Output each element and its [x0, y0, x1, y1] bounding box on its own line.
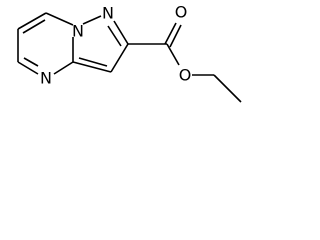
bond-n4-c3a	[53, 61, 74, 75]
atom-ester-oxygen: O	[179, 66, 192, 85]
atom-carbonyl-oxygen: O	[175, 3, 188, 22]
bond-c5-n4	[17, 61, 39, 75]
structure-svg: N N N O O	[17, 3, 242, 103]
atom-pyrazole-nitrogen: N	[102, 4, 114, 23]
bond-n1-c2	[113, 20, 129, 45]
bond-n8-n1	[82, 15, 102, 25]
atom-bridge-nitrogen: N	[72, 22, 84, 41]
bond-c5-n4-inner	[23, 57, 39, 67]
bond-c7-c6-inner	[22, 19, 46, 34]
bond-c3-c3a-inner	[78, 57, 108, 67]
bond-c7-c6	[17, 12, 47, 30]
bond-ch2-ch3	[213, 74, 242, 103]
bond-n1-c2-inner	[107, 25, 122, 47]
bond-carbonyl-c-o-double-a	[164, 22, 177, 45]
bond-carbonyl-c-o-double-b	[169, 24, 182, 48]
bond-n8-c7	[45, 12, 74, 26]
bond-carbonyl-c-o-single	[166, 43, 180, 66]
molecule-diagram: N N N O O	[0, 0, 260, 118]
bond-c2-c3	[110, 43, 129, 73]
bond-c3-c3a	[72, 61, 112, 73]
atom-pyrimidine-nitrogen: N	[40, 69, 52, 88]
